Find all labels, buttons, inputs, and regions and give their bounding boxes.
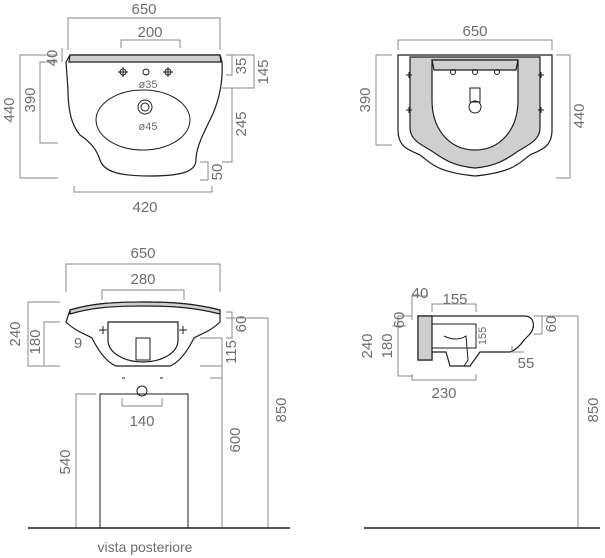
dim-section-60-left: 60 bbox=[391, 312, 408, 329]
dim-front-lip-50: 50 bbox=[209, 164, 226, 181]
dim-section-240: 240 bbox=[359, 333, 376, 358]
rim-band bbox=[68, 54, 222, 63]
rear-elevation: 650 280 240 180 9 60 115 140 540 600 850 bbox=[7, 245, 290, 555]
dim-tap-hole-35: 35 bbox=[233, 58, 250, 75]
dim-section-60-right: 60 bbox=[543, 316, 560, 333]
dim-tap-spacing-200: 200 bbox=[137, 24, 162, 41]
caption-rear-view: vista posteriore bbox=[98, 539, 193, 555]
dim-bottom-420: 420 bbox=[132, 199, 157, 216]
dim-underside-440: 440 bbox=[571, 103, 588, 128]
rear-drain bbox=[135, 337, 151, 361]
dim-floor-to-rim-850: 850 bbox=[273, 397, 290, 422]
dim-rear-width-650: 650 bbox=[130, 245, 155, 262]
basin-bowl bbox=[95, 89, 191, 151]
drain-outer bbox=[137, 99, 153, 115]
pedestal-outline bbox=[99, 393, 189, 528]
dim-rear-9: 9 bbox=[74, 335, 82, 352]
dim-section-155: 155 bbox=[442, 291, 467, 308]
drain-hole-wall bbox=[136, 385, 148, 397]
dim-underside-390: 390 bbox=[357, 87, 374, 112]
sink-outline-plan bbox=[65, 54, 223, 177]
dim-pipe-spacing-140: 140 bbox=[129, 413, 154, 430]
dim-section-40: 40 bbox=[412, 285, 429, 302]
dim-underside-width-650: 650 bbox=[462, 23, 487, 40]
dim-section-180: 180 bbox=[379, 333, 396, 358]
dim-pedestal-540: 540 bbox=[57, 449, 74, 474]
dim-rear-60: 60 bbox=[233, 316, 250, 333]
dim-rear-180: 180 bbox=[27, 329, 44, 354]
dim-rear-115: 115 bbox=[223, 340, 240, 364]
rear-bowl bbox=[107, 321, 179, 363]
tap-hole-center bbox=[142, 68, 150, 76]
underside-view: 650 390 440 bbox=[357, 23, 588, 179]
dim-section-inner-155: 155 bbox=[477, 327, 489, 345]
dim-section-230: 230 bbox=[431, 385, 456, 402]
dim-width-650: 650 bbox=[131, 1, 156, 18]
plan-view-dimensioned: 650 200 ø35 ø45 440 390 40 35 145 245 bbox=[1, 1, 272, 216]
underside-bowl bbox=[431, 59, 519, 151]
dim-front-245: 245 bbox=[233, 111, 250, 136]
dim-rim-to-hole-145: 145 bbox=[255, 59, 272, 84]
dim-floor-to-mount-600: 600 bbox=[227, 427, 244, 452]
dim-mount-spacing-280: 280 bbox=[130, 271, 155, 288]
dim-depth-440: 440 bbox=[1, 97, 18, 122]
drain-inner bbox=[140, 102, 150, 112]
drain-pipe-outlet bbox=[469, 87, 481, 103]
rear-rim-fill bbox=[69, 301, 221, 315]
dim-section-55: 55 bbox=[518, 355, 535, 372]
dim-section-850: 850 bbox=[585, 397, 602, 422]
section-wall-fill bbox=[417, 315, 433, 361]
dim-rear-height-240: 240 bbox=[7, 321, 24, 346]
drain-diameter: ø45 bbox=[139, 121, 158, 133]
tap-hole-diameter: ø35 bbox=[139, 79, 158, 91]
side-section: 40 155 155 240 180 60 60 55 230 850 bbox=[359, 285, 602, 529]
dim-rim-40: 40 bbox=[44, 50, 61, 67]
dim-depth-390: 390 bbox=[22, 87, 39, 112]
